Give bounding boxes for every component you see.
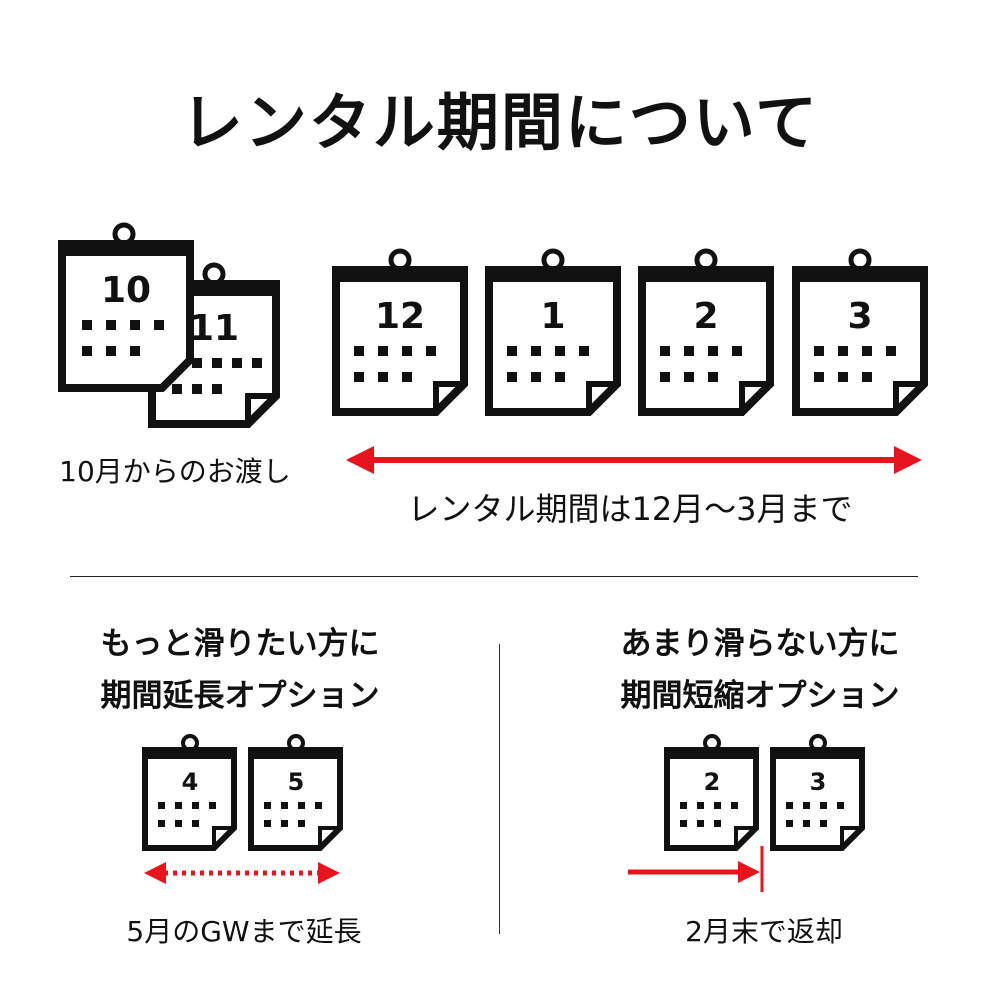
calendar-icon: 12: [332, 248, 468, 416]
calendar-icon: 5: [248, 734, 343, 851]
dotted-double-arrow-icon: [144, 862, 340, 884]
calendar-month: 3: [847, 296, 872, 337]
rental-period-caption: レンタル期間は12月〜3月まで: [407, 490, 853, 528]
delivery-caption: 10月からのお渡し: [59, 455, 291, 488]
calendar-month: 1: [540, 296, 565, 337]
calendar-month: 11: [189, 308, 239, 349]
calendar-month: 10: [101, 270, 151, 311]
shorten-heading-line2: 期間短縮オプション: [620, 678, 900, 714]
calendar-icon: 4: [142, 734, 237, 851]
calendar-month: 2: [693, 296, 718, 337]
calendar-month: 12: [375, 296, 425, 337]
horizontal-divider: [70, 576, 918, 577]
calendar-icon: 3: [770, 734, 865, 851]
calendar-month: 2: [704, 768, 721, 796]
extend-caption: 5月のGWまで延長: [126, 915, 362, 948]
calendar-month: 5: [288, 768, 305, 796]
extend-heading-line1: もっと滑りたい方に: [100, 626, 380, 662]
calendar-icon: 3: [792, 248, 928, 416]
calendar-icon: 2: [638, 248, 774, 416]
calendar-icon: 2: [664, 734, 759, 851]
calendar-month: 4: [182, 768, 199, 796]
shorten-caption: 2月末で返却: [685, 915, 843, 948]
calendar-month: 3: [810, 768, 827, 796]
shorten-heading-line1: あまり滑らない方に: [620, 626, 900, 662]
page-title: レンタル期間について: [180, 86, 820, 159]
double-arrow-icon: [346, 446, 922, 474]
extend-heading-line2: 期間延長オプション: [100, 678, 380, 714]
return-arrow-icon: [628, 846, 764, 892]
calendar-icon: 10: [58, 222, 194, 392]
calendar-icon: 1: [485, 248, 621, 416]
vertical-divider: [499, 644, 500, 934]
